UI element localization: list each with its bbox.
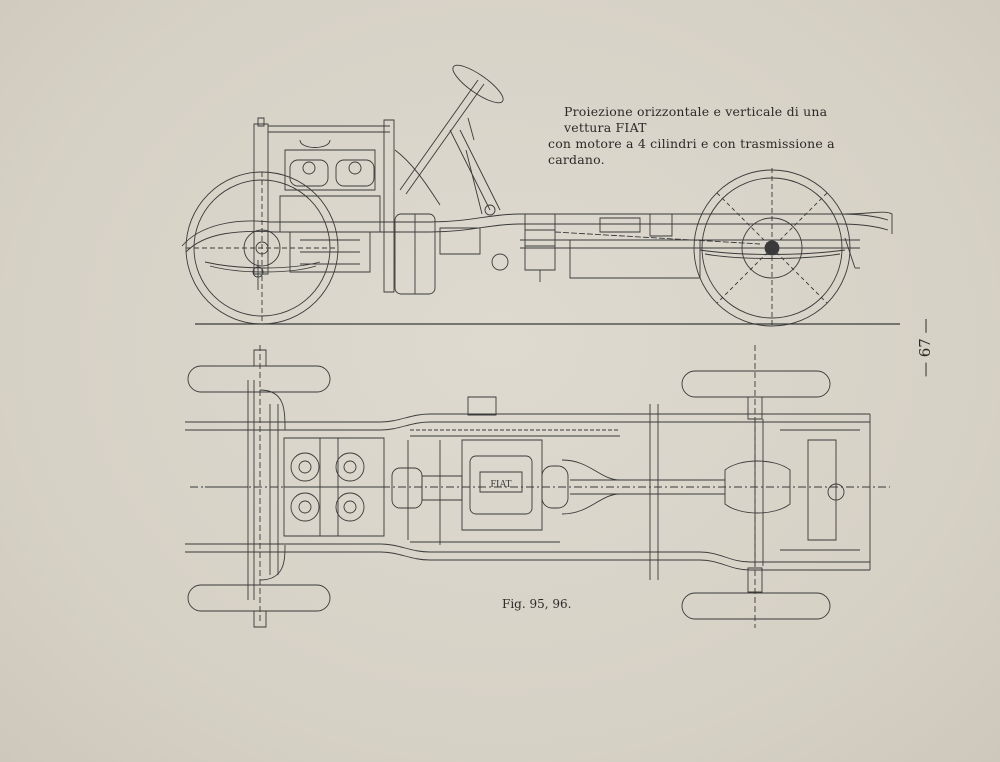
engine-plan	[284, 438, 384, 536]
gearbox-side	[525, 214, 700, 282]
plan-view	[185, 345, 890, 628]
steering-side	[395, 59, 508, 215]
rear-tyres-plan	[682, 371, 830, 619]
control-rods-plan	[205, 430, 620, 542]
front-tyres-plan	[188, 350, 330, 627]
radiator-side	[254, 118, 394, 292]
side-elevation-view	[182, 59, 900, 326]
caption-line-2: con motore a 4 cilindri e con trasmissio…	[548, 136, 835, 167]
flywheel-plan	[392, 440, 462, 545]
figure-caption: Proiezione orizzontale e verticale di un…	[548, 104, 848, 168]
rear-axle-plan	[725, 419, 860, 566]
driveshaft-side	[555, 214, 860, 268]
rear-wheel-side	[694, 168, 850, 326]
front-wheel-side	[186, 172, 338, 324]
gearbox-fiat-mark: FIAT	[490, 479, 511, 490]
page-number: — 67 —	[916, 318, 934, 378]
flywheel-side	[395, 214, 508, 294]
springs-side	[205, 250, 845, 290]
gearbox-plan	[462, 397, 568, 530]
chassis-rails-plan	[185, 404, 870, 580]
engine-side	[280, 140, 380, 272]
propeller-shaft-plan	[562, 460, 725, 514]
figure-label: Fig. 95, 96.	[502, 597, 572, 611]
front-axle-plan	[248, 380, 285, 600]
caption-line-1: Proiezione orizzontale e verticale di un…	[564, 104, 828, 135]
